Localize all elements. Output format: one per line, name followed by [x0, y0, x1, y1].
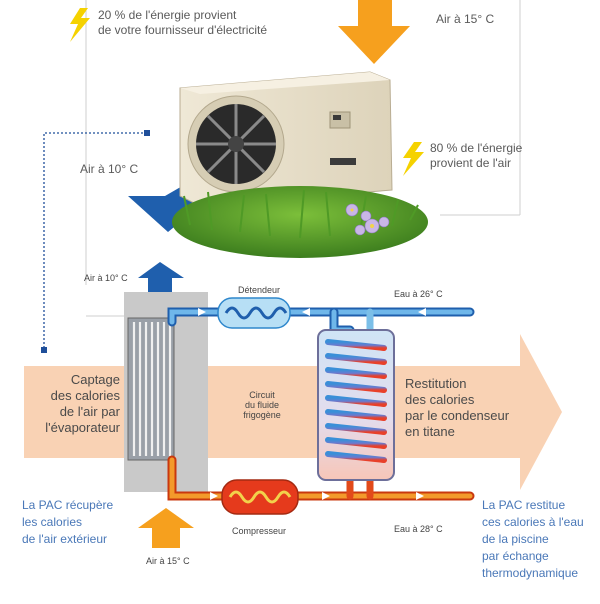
capture-line3: de l'air par: [59, 404, 120, 419]
grass-patch: [172, 186, 428, 258]
pac-returns-line4: par échange: [482, 549, 549, 563]
energy-air-text: 80 % de l'énergie provient de l'air: [430, 141, 522, 171]
capture-line2: des calories: [50, 388, 120, 403]
orange-air-arrow-top: [338, 0, 410, 64]
pac-returns-line3: de la piscine: [482, 532, 549, 546]
energy-electric-text: 20 % de l'énergie provient de votre four…: [98, 8, 267, 38]
energy-electric-line1: 20 % de l'énergie provient: [98, 8, 237, 22]
fluid-line2: du fluide: [244, 400, 280, 410]
detendeur-coil: [217, 297, 291, 329]
energy-air-line2: provient de l'air: [430, 156, 511, 170]
restitution-line4: en titane: [405, 424, 455, 439]
restitution-line3: par le condenseur: [405, 408, 510, 423]
capture-text: Captage des calories de l'air par l'évap…: [34, 372, 120, 436]
restitution-line2: des calories: [405, 392, 475, 407]
capture-line1: Captage: [70, 372, 120, 387]
pac-recovers-line2: les calories: [22, 515, 83, 529]
orange-air-arrow-bottom: [138, 508, 194, 548]
connector-dot-top: [144, 130, 150, 136]
fluid-line3: frigogène: [243, 410, 281, 420]
pac-returns-line2: ces calories à l'eau: [482, 515, 584, 529]
restitution-text: Restitution des calories par le condense…: [405, 376, 509, 440]
pac-returns-line1: La PAC restitue: [482, 498, 566, 512]
lightning-icon-right: [403, 142, 424, 176]
condenser: [317, 329, 395, 481]
lightning-icon-top: [70, 8, 90, 42]
restitution-line1: Restitution: [405, 376, 467, 391]
energy-electric-line2: de votre fournisseur d'électricité: [98, 23, 268, 37]
frame-lines: [85, 0, 521, 317]
flow-arrows: [198, 308, 426, 500]
fluid-circuit-label: Circuit du fluide frigogène: [238, 390, 286, 420]
heat-pump-unit: [179, 71, 393, 207]
air-out-label: Air à 10° C: [80, 162, 139, 176]
blue-air-arrow-up: [138, 262, 184, 292]
water-out-label: Eau à 26° C: [394, 289, 443, 299]
pac-returns-text: La PAC restitue ces calories à l'eau de …: [482, 497, 584, 582]
evaporator: [124, 292, 208, 492]
compresseur-label: Compresseur: [232, 526, 287, 536]
capture-line4: l'évaporateur: [45, 420, 120, 435]
air-in-label: Air à 15° C: [436, 12, 495, 26]
water-in-label: Eau à 28° C: [394, 524, 443, 534]
pac-recovers-text: La PAC récupère les calories de l'air ex…: [22, 497, 113, 548]
energy-air-line1: 80 % de l'énergie: [430, 141, 523, 155]
pac-returns-line5: thermodynamique: [482, 566, 579, 580]
detendeur-label: Détendeur: [238, 285, 281, 295]
pac-recovers-line1: La PAC récupère: [22, 498, 114, 512]
air-in-small-label: Air à 15° C: [146, 556, 190, 566]
fluid-line1: Circuit: [249, 390, 275, 400]
air-out-small-label: Air à 10° C: [84, 273, 128, 283]
connector-dot-bottom: [41, 347, 47, 353]
pac-recovers-line3: de l'air extérieur: [22, 532, 107, 546]
compresseur-coil: [221, 479, 299, 515]
